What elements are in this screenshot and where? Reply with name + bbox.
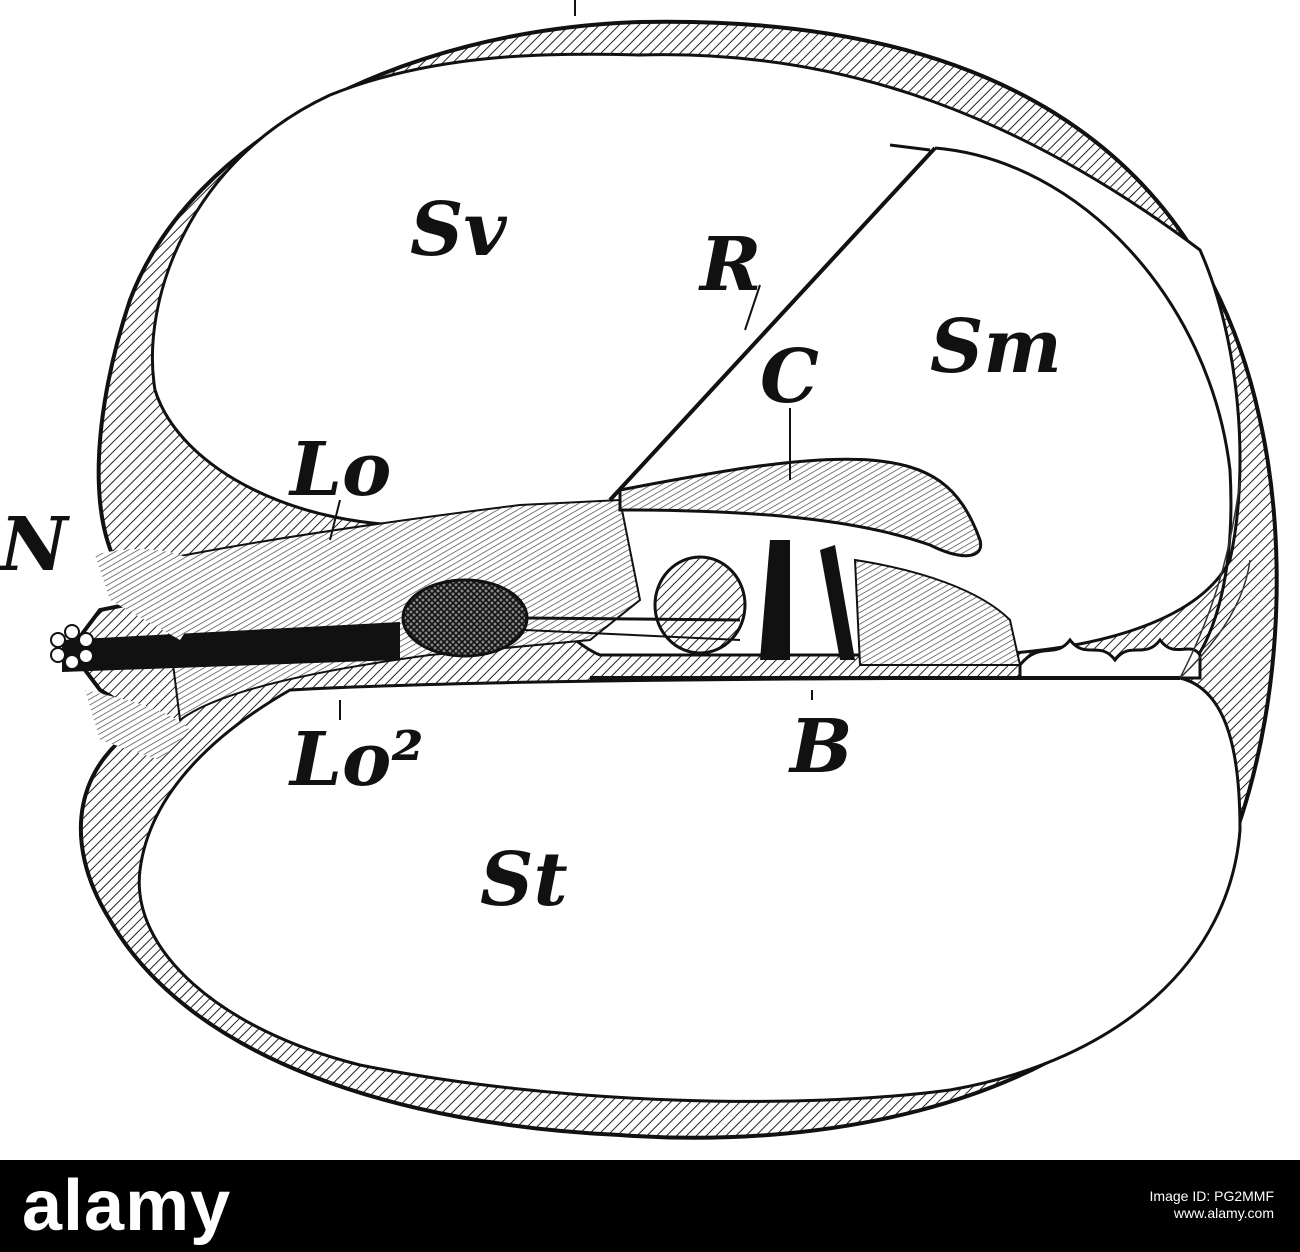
label-spiral-lamina-upper: Lo — [288, 427, 391, 513]
label-basilar-membrane: B — [788, 704, 853, 790]
image-id-text: Image ID: PG2MMF — [1149, 1188, 1274, 1204]
label-scala-tympani: St — [480, 837, 568, 923]
cochlea-cross-section-figure: Sv Sm R C Lo N B Lo² St — [0, 0, 1279, 1140]
tectorial-membrane — [618, 457, 983, 558]
reissner-membrane-line — [608, 146, 937, 502]
label-nerve: N — [0, 502, 70, 588]
scala-media-outer-wall — [934, 146, 1233, 680]
alamy-logo: alamy — [22, 1166, 232, 1246]
label-tectorial-membrane: C — [760, 334, 819, 420]
label-scala-vestibuli: Sv — [410, 187, 507, 273]
website-text: www.alamy.com — [1173, 1205, 1274, 1221]
footer-bar: alamy Image ID: PG2MMF www.alamy.com — [0, 1160, 1300, 1252]
organ-of-corti — [653, 479, 1251, 680]
label-reissner-membrane: R — [698, 222, 762, 308]
cochlear-nerve — [50, 578, 741, 672]
label-scala-media: Sm — [930, 304, 1062, 390]
label-spiral-lamina-lower: Lo² — [288, 717, 424, 803]
image-id-caption: Image ID: PG2MMF www.alamy.com — [1150, 1188, 1274, 1222]
